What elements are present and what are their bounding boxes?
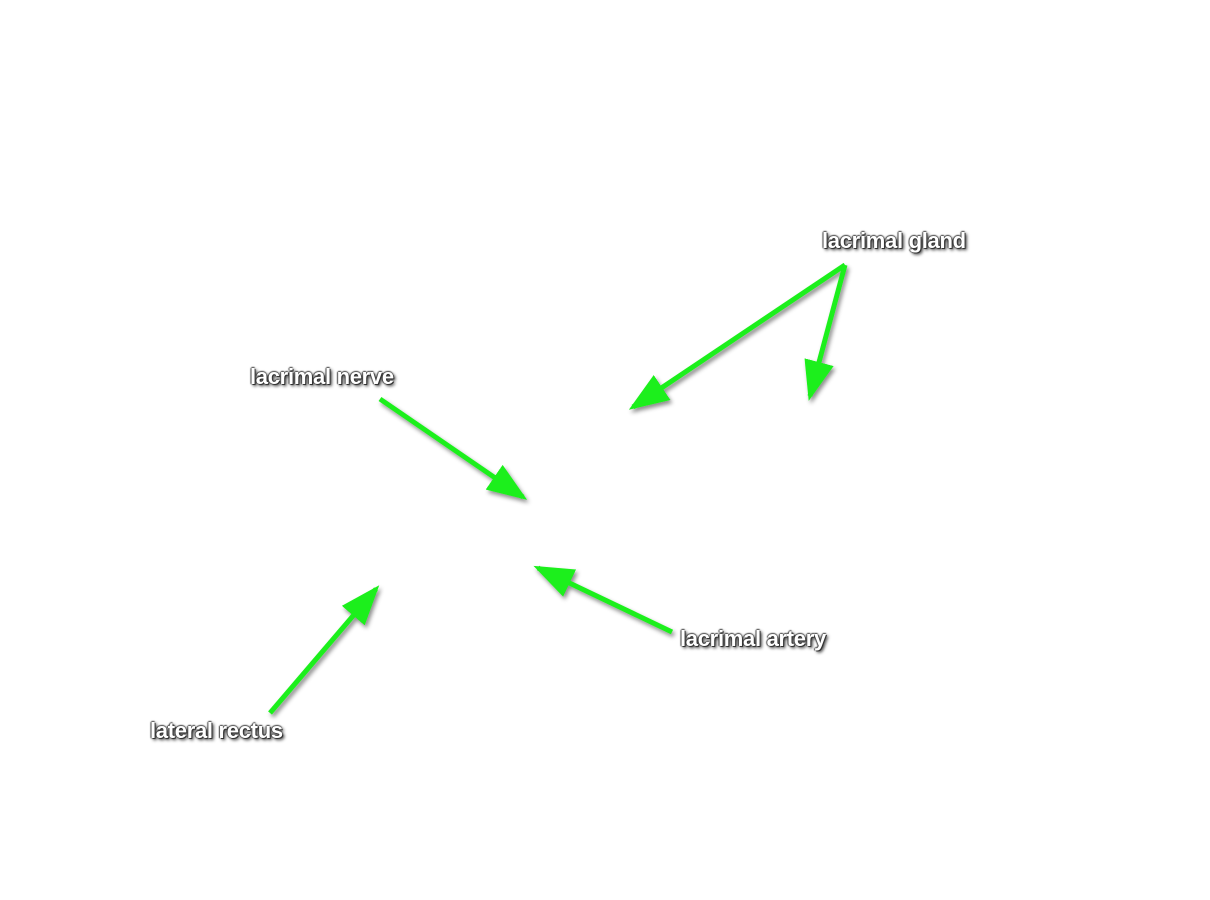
arrow-lateral-rectus bbox=[268, 585, 380, 715]
arrow-lacrimal-nerve bbox=[378, 396, 528, 500]
arrow-lacrimal-artery bbox=[533, 565, 674, 635]
label-lacrimal-gland: lacrimal gland bbox=[822, 228, 966, 253]
label-lacrimal-nerve: lacrimal nerve bbox=[250, 364, 394, 389]
label-lacrimal-artery: lacrimal artery bbox=[680, 626, 826, 651]
label-lateral-rectus: lateral rectus bbox=[150, 718, 283, 743]
arrow-lacrimal-gland-2 bbox=[804, 264, 848, 401]
arrow-lacrimal-gland-1 bbox=[628, 262, 847, 410]
